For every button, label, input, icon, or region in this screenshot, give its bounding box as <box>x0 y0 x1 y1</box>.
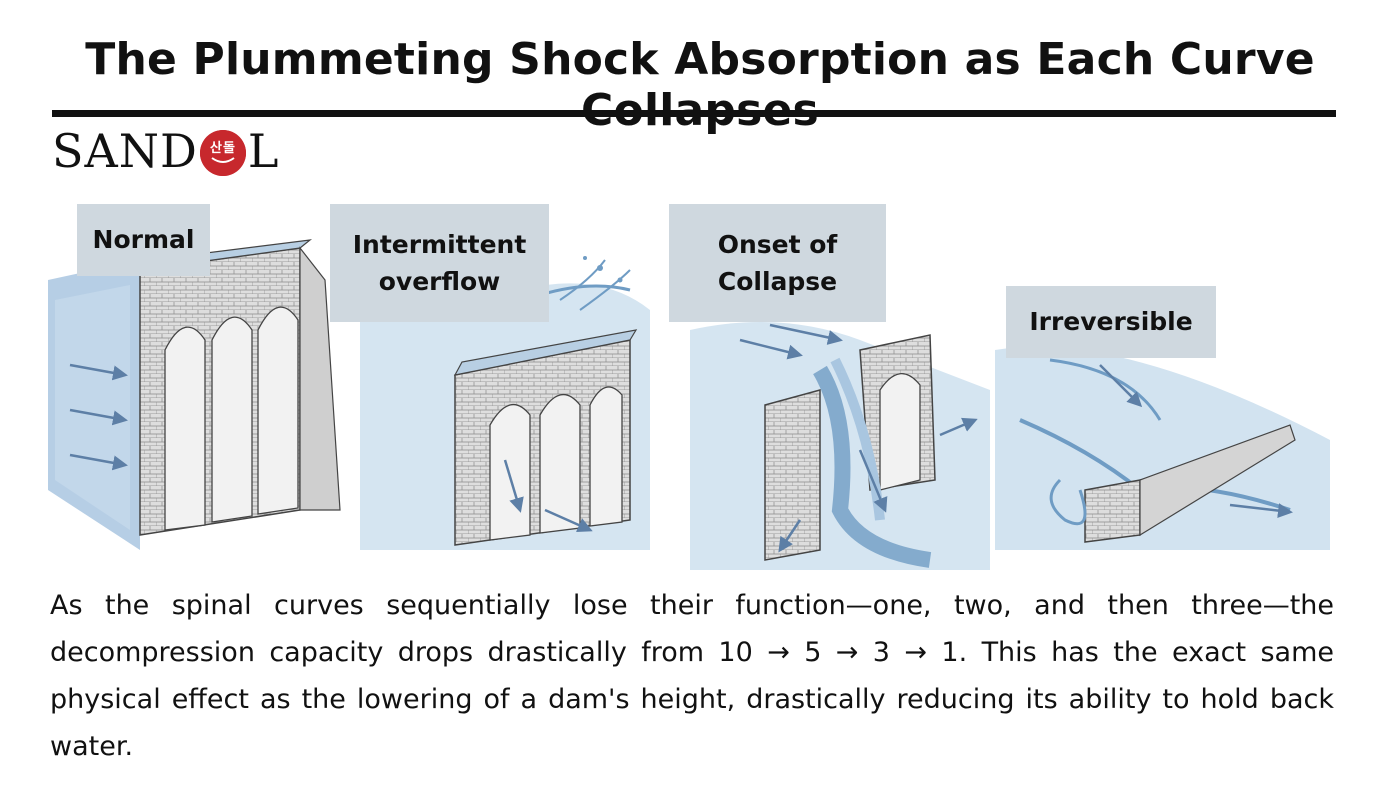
stage-label-irreversible: Irreversible <box>1006 286 1216 358</box>
sandol-logo: SAND 산돌 L <box>52 122 292 180</box>
logo-text-right: L <box>247 124 280 178</box>
logo-wordmark: SAND 산돌 L <box>52 124 279 178</box>
title-divider <box>52 110 1336 117</box>
stage-collapse-dam <box>690 322 990 570</box>
dam-stages-svg <box>48 239 1330 570</box>
stage-label-intermittent-overflow: Intermittent overflow <box>330 204 549 322</box>
logo-text-left: SAND <box>52 124 198 178</box>
stage-normal-dam <box>48 239 341 550</box>
description-paragraph: As the spinal curves sequentially lose t… <box>50 590 1334 762</box>
dam-illustration <box>0 190 1400 580</box>
stage-irreversible-dam <box>995 346 1330 550</box>
page-title: The Plummeting Shock Absorption as Each … <box>85 34 1315 136</box>
logo-seal-icon: 산돌 <box>199 130 246 176</box>
stage-label-normal: Normal <box>77 204 210 276</box>
stage-label-onset-of-collapse: Onset of Collapse <box>669 204 886 322</box>
stage-overflow-dam <box>360 256 650 550</box>
logo-seal-text: 산돌 <box>210 140 236 156</box>
